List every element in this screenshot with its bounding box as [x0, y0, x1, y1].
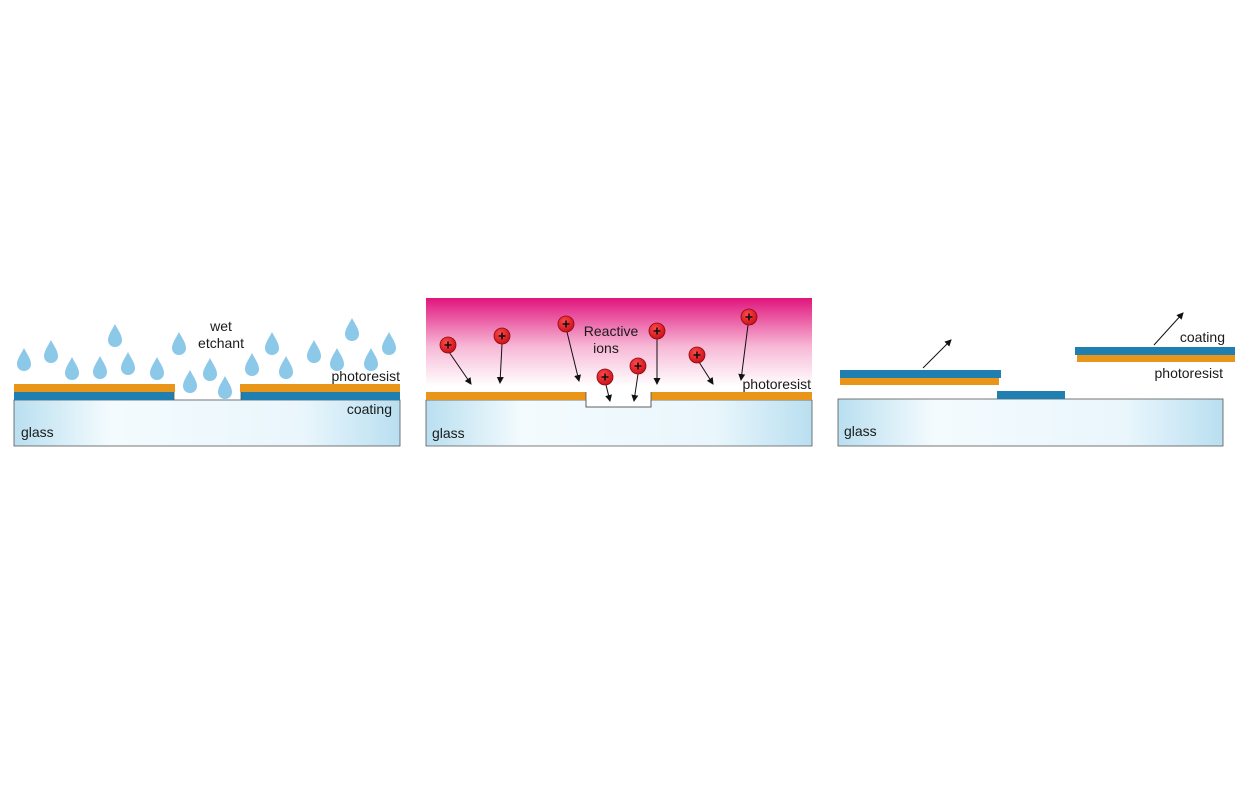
ion-arrow [448, 351, 472, 385]
photoresist-layer-left [14, 384, 175, 392]
ion-arrow [738, 324, 749, 381]
ion-plus-icon [493, 327, 511, 345]
droplet [121, 352, 135, 375]
droplet [44, 340, 58, 363]
panel-reactive-ion-etching: Reactive ions photoresist glass [425, 298, 813, 447]
lifted-photoresist-left [840, 378, 999, 385]
label-glass: glass [844, 423, 877, 439]
ion-plus-icon [688, 346, 706, 364]
label-reactive: Reactive [584, 323, 639, 339]
droplet [203, 358, 217, 381]
droplet [150, 357, 164, 380]
panel-lift-off: coating photoresist glass [837, 312, 1235, 447]
lifted-photoresist-right [1077, 355, 1235, 362]
coating-layer-left [14, 392, 174, 400]
ion-arrow [631, 373, 639, 402]
droplet [183, 370, 197, 393]
photoresist-layer-left [426, 392, 586, 400]
label-photoresist: photoresist [1155, 365, 1224, 381]
lifted-coating-left [840, 370, 1001, 378]
coating-remaining [997, 391, 1065, 399]
label-etchant: etchant [198, 335, 244, 351]
glass-substrate [13, 399, 401, 447]
coating-layer-right [241, 392, 400, 400]
label-glass: glass [432, 425, 465, 441]
ion-arrow [605, 384, 612, 402]
label-coating: coating [347, 401, 392, 417]
ion-plus-icon [629, 357, 647, 375]
ion-arrow [566, 331, 581, 382]
trench-outline [585, 392, 652, 408]
droplet [265, 332, 279, 355]
photoresist-layer-right [240, 384, 400, 392]
label-ions: ions [593, 340, 619, 356]
ion-plus-icon [557, 315, 575, 333]
ion-plus-icon [439, 336, 457, 354]
ion-plus-icon [740, 308, 758, 326]
droplet [17, 348, 31, 371]
ion-arrow [698, 361, 714, 385]
photoresist-layer-right [651, 392, 812, 400]
ion-arrow [496, 343, 504, 384]
lift-arrow-left [922, 339, 952, 369]
ion-plus-icon [596, 368, 614, 386]
label-photoresist: photoresist [332, 368, 401, 384]
label-photoresist: photoresist [743, 376, 812, 392]
label-coating: coating [1180, 329, 1225, 345]
label-wet: wet [209, 318, 232, 334]
ion-trajectories [448, 324, 749, 402]
lifted-coating-right [1075, 347, 1235, 355]
droplet [245, 353, 259, 376]
droplet [108, 324, 122, 347]
droplet [65, 357, 79, 380]
droplet [345, 318, 359, 341]
lift-arrow-right [1153, 312, 1184, 346]
label-glass: glass [21, 424, 54, 440]
droplet [307, 340, 321, 363]
droplet [218, 376, 232, 399]
etched-opening [173, 392, 242, 400]
glass-substrate [837, 398, 1224, 447]
droplet [93, 356, 107, 379]
droplet [279, 356, 293, 379]
droplet [172, 332, 186, 355]
ion-plus-icon [648, 322, 666, 340]
droplet [382, 332, 396, 355]
panel-wet-etching: wet etchant photoresist coating glass [13, 318, 401, 447]
